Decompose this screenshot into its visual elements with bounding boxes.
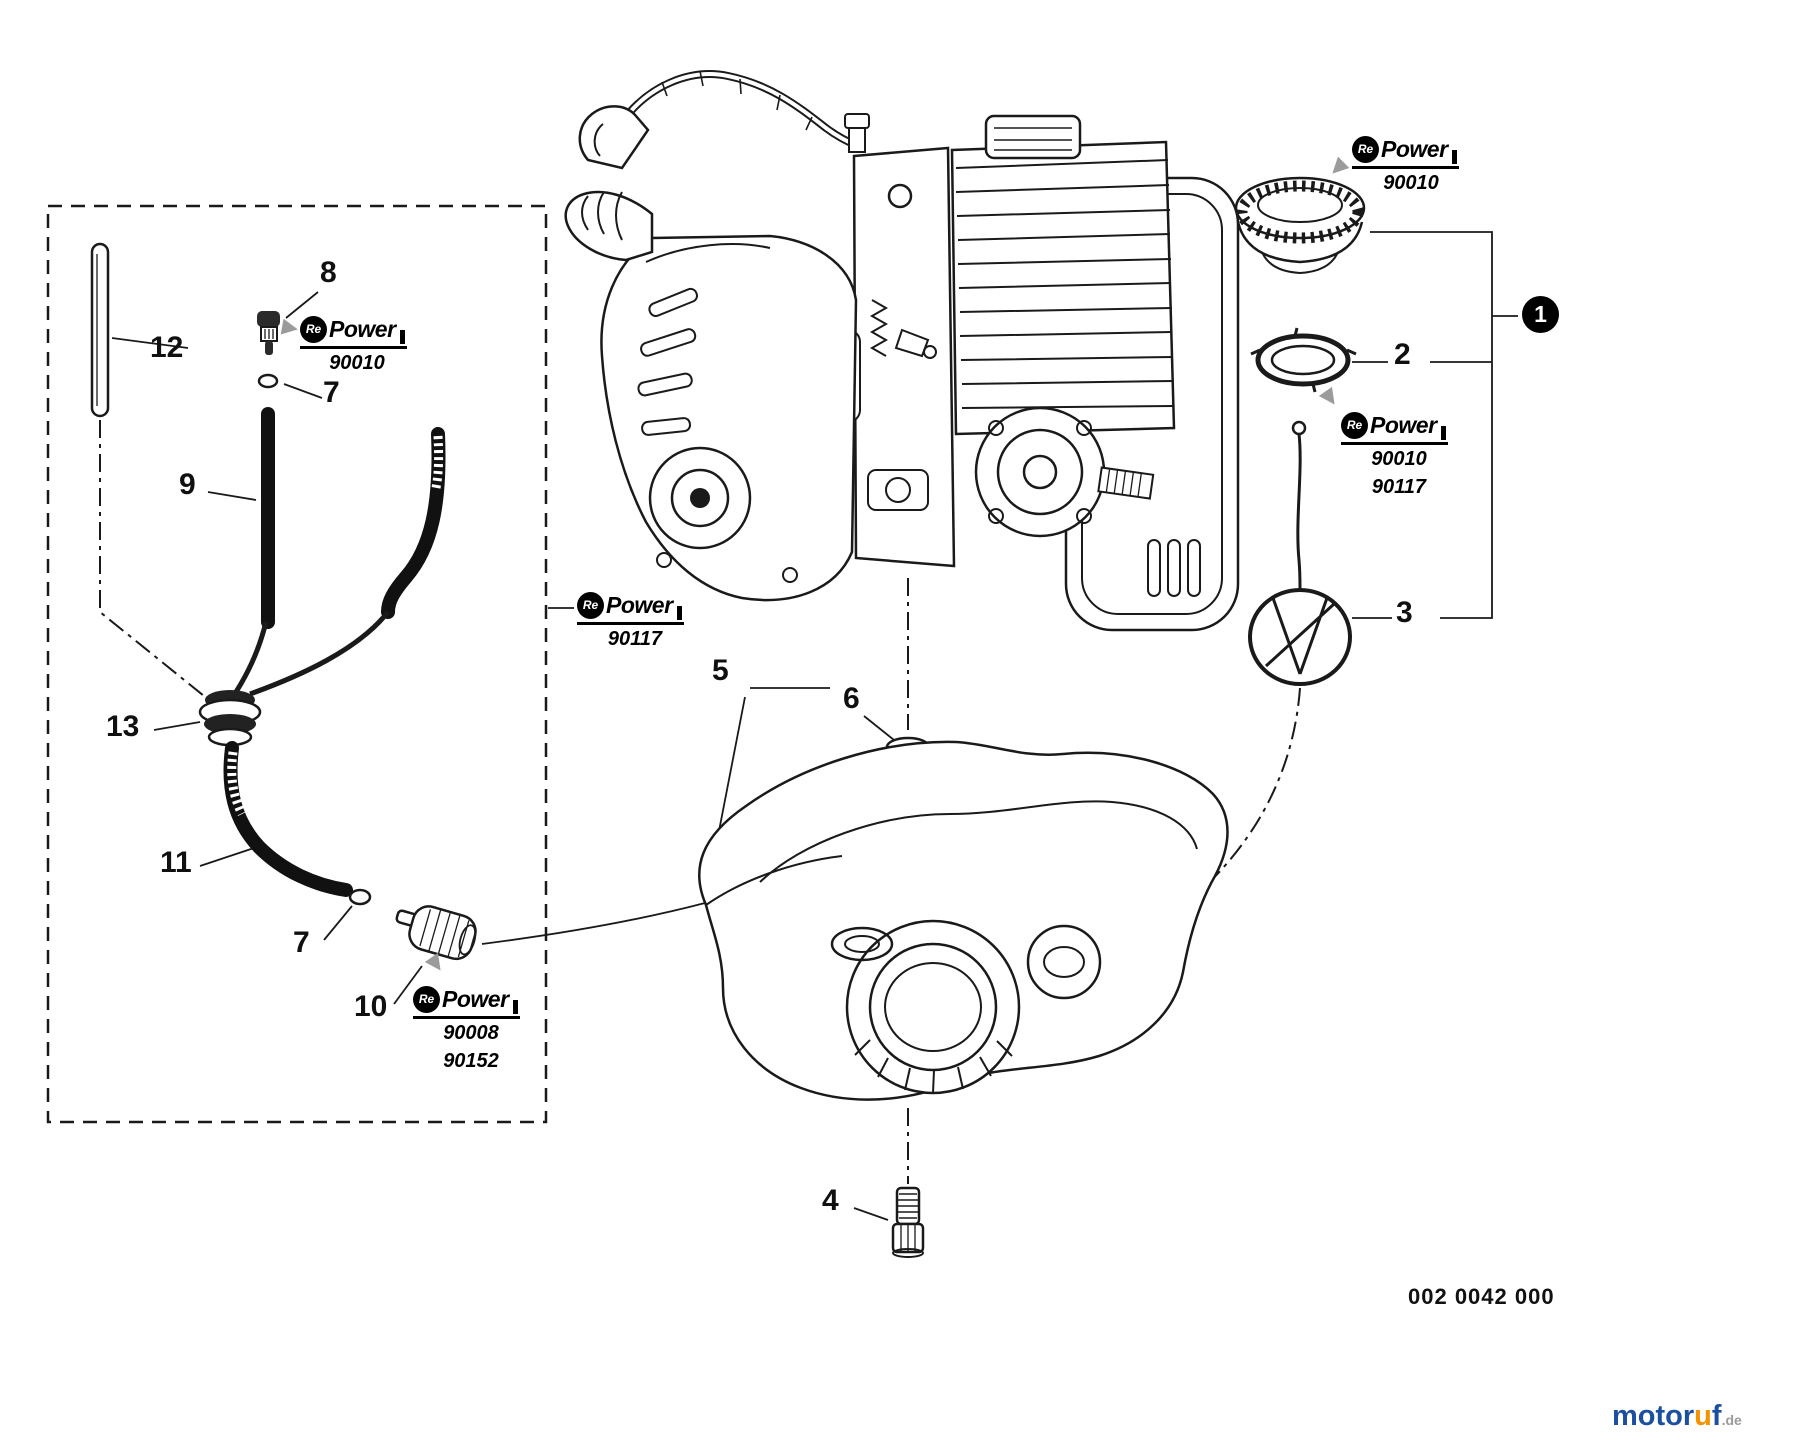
cap-tether-3	[1248, 420, 1352, 686]
return-line-tube-12	[90, 242, 110, 418]
callout-7-lower: 7	[293, 926, 310, 959]
callout-8: 8	[320, 256, 337, 289]
vent-valve-8	[257, 311, 280, 355]
repower-flag-icon	[399, 330, 405, 344]
callout-9: 9	[179, 468, 196, 501]
fuel-line-9	[233, 407, 446, 697]
repower-logo-icon: Re	[300, 315, 327, 343]
repower-flag-icon	[676, 606, 682, 620]
callout-3: 3	[1396, 596, 1413, 629]
repower-logo-text: Power	[1381, 135, 1448, 162]
callout-13: 13	[106, 710, 140, 743]
repower-logo-icon: Re	[577, 591, 604, 619]
repower-logo-icon: Re	[1341, 411, 1368, 439]
repower-logo-text: Power	[606, 591, 673, 618]
grommet-ring-7-upper	[257, 373, 279, 389]
fuel-tank	[698, 740, 1229, 1101]
callout-7-upper: 7	[323, 376, 340, 409]
fuel-filter-10	[395, 905, 477, 961]
callout-6: 6	[843, 682, 860, 715]
callout-10: 10	[354, 990, 388, 1023]
part-number: 90117	[1371, 476, 1427, 498]
tank-mount-screw-4	[891, 1186, 925, 1258]
part-number: 90117	[607, 628, 663, 650]
part-number: 90152	[443, 1050, 499, 1072]
repower-badge-vent: Re Power	[300, 314, 407, 349]
repower-logo-icon: Re	[1352, 135, 1379, 163]
repower-flag-icon	[1440, 426, 1446, 440]
cap-retainer-ring-2	[1250, 327, 1357, 393]
motoruf-watermark: motoruf.de	[1612, 1400, 1742, 1433]
fuel-line-11	[223, 741, 353, 897]
part-number: 90010	[329, 352, 385, 374]
callout-1-filled: 1	[1522, 296, 1559, 333]
document-part-code: 002 0042 000	[1408, 1284, 1555, 1309]
repower-flag-icon	[1451, 150, 1457, 164]
part-number: 90010	[1383, 172, 1439, 194]
callout-2: 2	[1394, 338, 1411, 371]
tank-grommet-13	[198, 690, 262, 747]
watermark-text-de: .de	[1721, 1412, 1742, 1428]
repower-badge-gasket: Re Power	[1341, 410, 1448, 445]
kit-dashed-box	[46, 204, 548, 1124]
repower-badge-filter: Re Power	[413, 984, 520, 1019]
watermark-text-f: f	[1711, 1400, 1722, 1432]
repower-flag-icon	[512, 1000, 518, 1014]
callout-5: 5	[712, 654, 729, 687]
watermark-text-motor: motor	[1612, 1400, 1695, 1432]
repower-badge-engine: Re Power	[577, 590, 684, 625]
repower-logo-text: Power	[329, 315, 396, 342]
pointer-arrow-icon	[280, 318, 300, 338]
engine-assembly	[564, 70, 1240, 632]
grommet-ring-7-lower	[348, 888, 372, 906]
fuel-cap	[1234, 176, 1366, 275]
watermark-text-u: u	[1694, 1400, 1712, 1432]
callout-12: 12	[150, 331, 184, 364]
repower-logo-icon: Re	[413, 985, 440, 1013]
callout-4: 4	[822, 1184, 839, 1217]
repower-logo-text: Power	[1370, 411, 1437, 438]
callout-11: 11	[160, 846, 192, 879]
repower-logo-text: Power	[442, 985, 509, 1012]
part-number: 90010	[1371, 448, 1427, 470]
part-number: 90008	[443, 1022, 499, 1044]
repower-badge-cap: Re Power	[1352, 134, 1459, 169]
